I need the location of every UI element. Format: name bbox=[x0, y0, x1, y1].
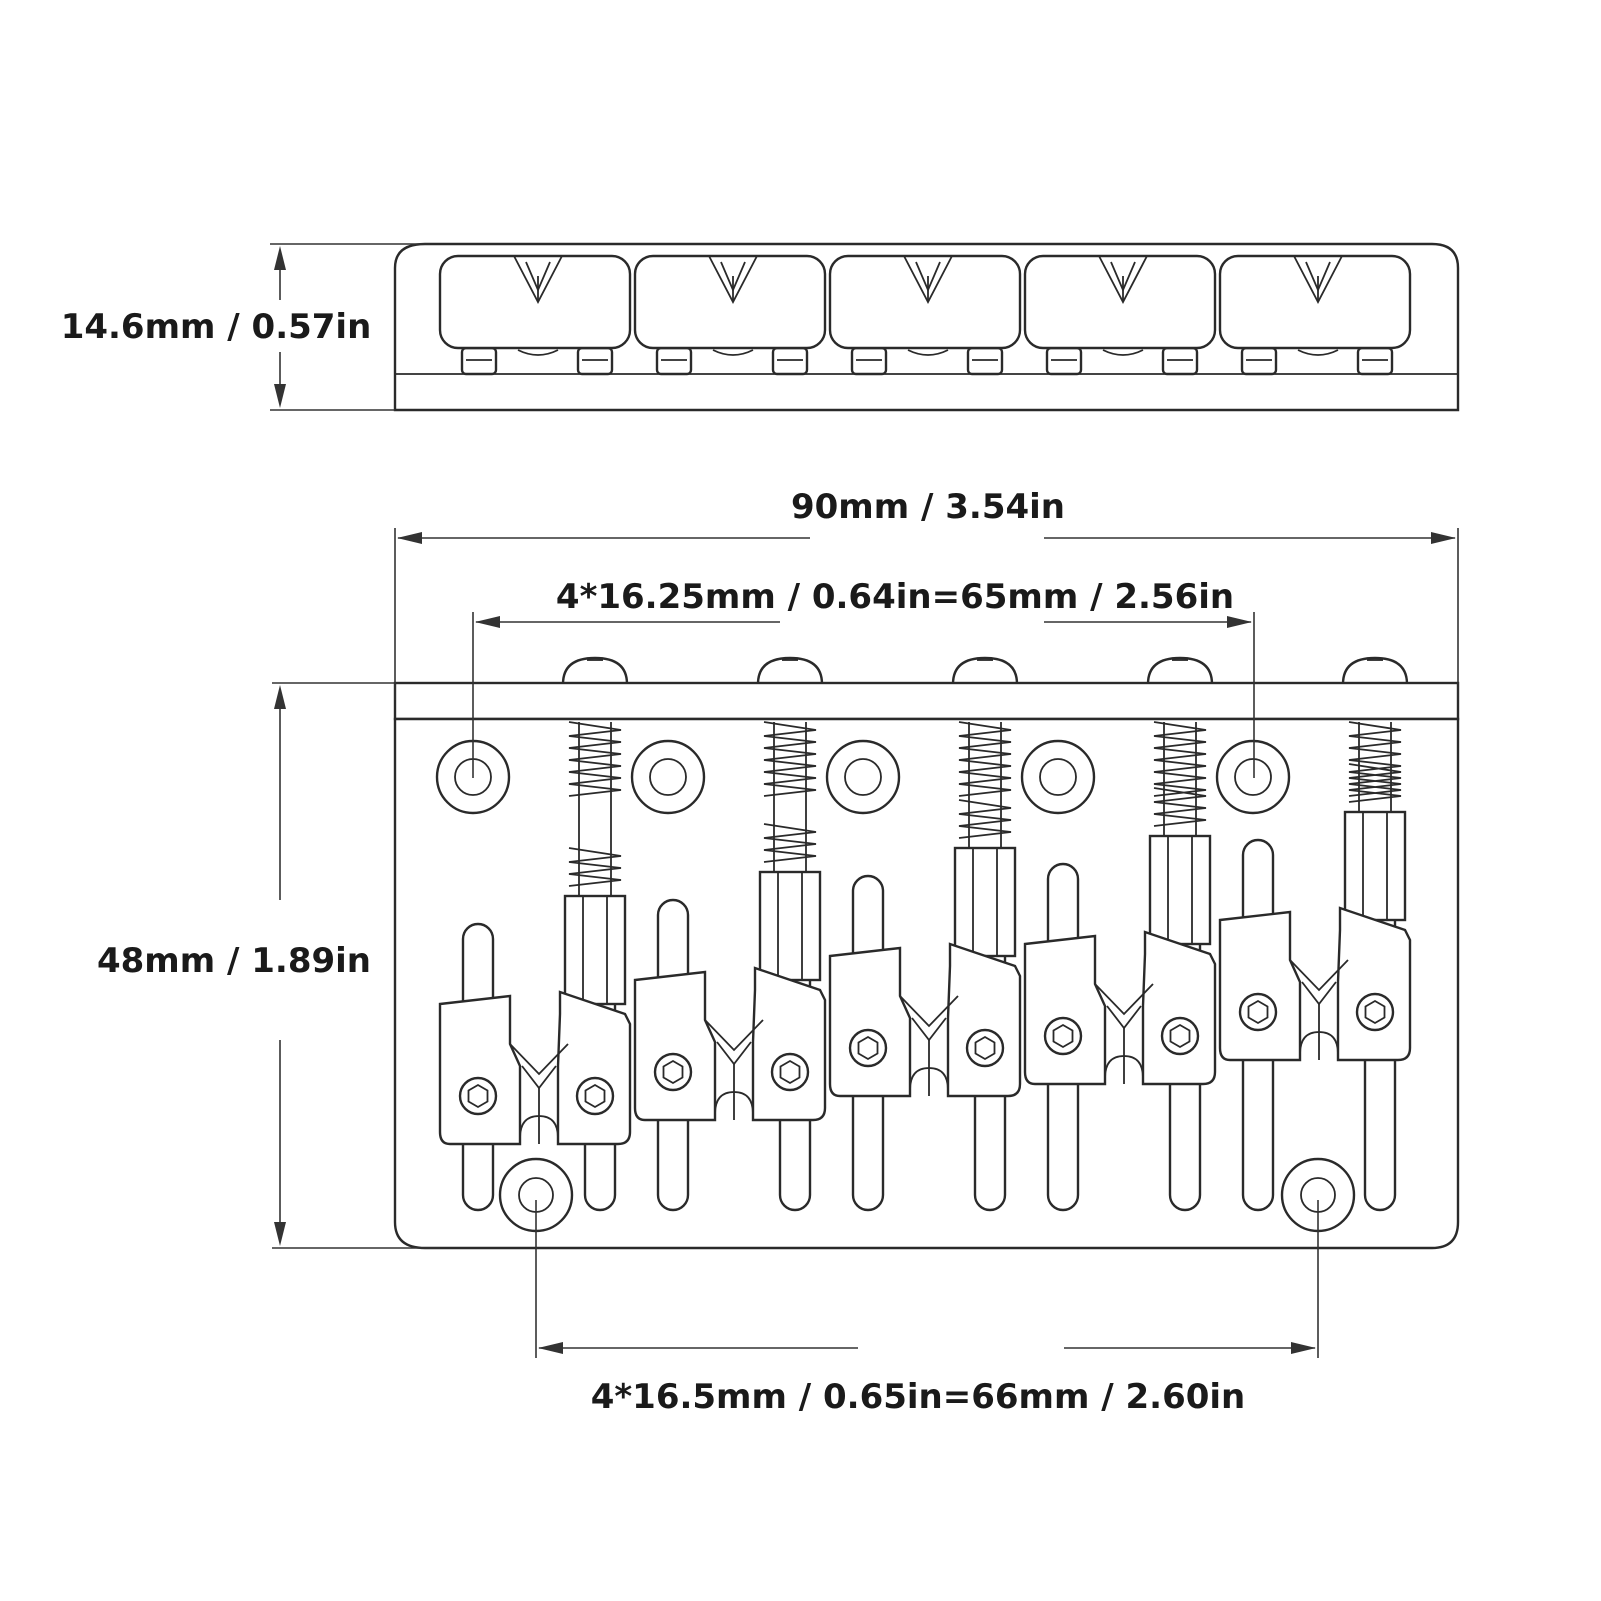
screw-head-icon bbox=[561, 656, 629, 686]
hex-screw-icon bbox=[1160, 1016, 1200, 1056]
saddle-block bbox=[828, 254, 1022, 350]
mount-hole-icon bbox=[1020, 739, 1096, 815]
adjust-nut bbox=[1343, 810, 1407, 922]
top-saddle bbox=[828, 721, 1022, 1212]
saddle-left-half bbox=[633, 970, 717, 1122]
hex-screw-icon bbox=[458, 1076, 498, 1116]
height-screw-icon bbox=[966, 346, 1004, 376]
top-saddle bbox=[438, 721, 632, 1212]
adjust-nut bbox=[1148, 834, 1212, 946]
top-saddle bbox=[633, 721, 827, 1212]
height-screw-icon bbox=[1240, 346, 1278, 376]
side-saddle bbox=[828, 254, 1022, 376]
hex-screw-icon bbox=[1043, 1016, 1083, 1056]
string-notch-icon bbox=[899, 995, 959, 1028]
string-notch-icon bbox=[1094, 983, 1154, 1016]
height-label: 14.6mm / 0.57in bbox=[61, 307, 372, 347]
side-view bbox=[393, 242, 1460, 412]
width-dimension: 90mm / 3.54in bbox=[394, 487, 1459, 700]
spring-icon bbox=[958, 721, 1012, 839]
hex-screw-icon bbox=[848, 1028, 888, 1068]
top-view bbox=[393, 656, 1460, 1250]
saddle-left-half bbox=[1023, 934, 1107, 1086]
adjust-screws bbox=[561, 656, 1409, 686]
back-wall bbox=[393, 681, 1460, 721]
spring-icon bbox=[763, 721, 817, 863]
saddle-right-half bbox=[556, 990, 632, 1146]
height-screw-icon bbox=[1161, 346, 1199, 376]
string-notch-icon bbox=[704, 1019, 764, 1052]
mount-hole-icon bbox=[630, 739, 706, 815]
string-notch-icon bbox=[509, 1043, 569, 1076]
depth-dimension: 48mm / 1.89in bbox=[97, 682, 440, 1249]
arrow-down-icon bbox=[274, 1222, 286, 1246]
mount-holes bbox=[435, 739, 1291, 815]
mount-hole-icon bbox=[1215, 739, 1291, 815]
adjust-nut bbox=[563, 894, 627, 1006]
side-saddle bbox=[633, 254, 827, 376]
top-saddle bbox=[1023, 721, 1217, 1212]
height-screw-icon bbox=[1045, 346, 1083, 376]
adjust-nut bbox=[758, 870, 822, 982]
saddle-block bbox=[1023, 254, 1217, 350]
screw-head-icon bbox=[756, 656, 824, 686]
adjust-nut bbox=[953, 846, 1017, 958]
hex-screw-icon bbox=[770, 1052, 810, 1092]
side-saddle bbox=[1023, 254, 1217, 376]
height-screw-icon bbox=[1356, 346, 1394, 376]
arrow-left-icon bbox=[397, 532, 422, 544]
mount-spacing-label: 4*16.5mm / 0.65in=66mm / 2.60in bbox=[591, 1377, 1246, 1417]
saddle-right-half bbox=[946, 942, 1022, 1098]
saddle-block bbox=[438, 254, 632, 350]
height-screw-icon bbox=[771, 346, 809, 376]
arrow-left-icon bbox=[538, 1342, 563, 1354]
height-screw-icon bbox=[850, 346, 888, 376]
hex-screw-icon bbox=[575, 1076, 615, 1116]
hex-screw-icon bbox=[1238, 992, 1278, 1032]
saddle-left-half bbox=[828, 946, 912, 1098]
spring-icon bbox=[1153, 721, 1207, 827]
saddle-right-half bbox=[1336, 906, 1412, 1062]
side-saddle bbox=[1218, 254, 1412, 376]
string-spacing-label: 4*16.25mm / 0.64in=65mm / 2.56in bbox=[556, 577, 1234, 617]
arrow-left-icon bbox=[475, 616, 500, 628]
string-spacing-dimension: 4*16.25mm / 0.64in=65mm / 2.56in bbox=[472, 577, 1255, 778]
screw-head-icon bbox=[1146, 656, 1214, 686]
arrow-up-icon bbox=[274, 685, 286, 709]
arrow-right-icon bbox=[1291, 1342, 1316, 1354]
height-screw-icon bbox=[655, 346, 693, 376]
arrow-up-icon bbox=[274, 246, 286, 270]
depth-label: 48mm / 1.89in bbox=[97, 941, 371, 981]
hex-screw-icon bbox=[1355, 992, 1395, 1032]
height-screw-icon bbox=[460, 346, 498, 376]
saddle-right-half bbox=[751, 966, 827, 1122]
saddle-left-half bbox=[1218, 910, 1302, 1062]
mount-spacing-dimension: 4*16.5mm / 0.65in=66mm / 2.60in bbox=[535, 1200, 1319, 1417]
width-label: 90mm / 3.54in bbox=[791, 487, 1065, 527]
saddle-right-half bbox=[1141, 930, 1217, 1086]
top-saddle bbox=[1218, 721, 1412, 1212]
height-dimension: 14.6mm / 0.57in bbox=[61, 243, 430, 411]
arrow-right-icon bbox=[1227, 616, 1252, 628]
height-screw-icon bbox=[576, 346, 614, 376]
hex-screw-icon bbox=[653, 1052, 693, 1092]
saddle-left-half bbox=[438, 994, 522, 1146]
arrow-right-icon bbox=[1431, 532, 1456, 544]
hex-screw-icon bbox=[965, 1028, 1005, 1068]
side-saddle bbox=[438, 254, 632, 376]
screw-head-icon bbox=[1341, 656, 1409, 686]
mount-hole-icon bbox=[825, 739, 901, 815]
top-view-saddles bbox=[438, 721, 1412, 1212]
arrow-down-icon bbox=[274, 384, 286, 408]
spring-icon bbox=[568, 721, 622, 887]
side-view-saddles bbox=[438, 254, 1412, 376]
saddle-block bbox=[633, 254, 827, 350]
screw-head-icon bbox=[951, 656, 1019, 686]
string-notch-icon bbox=[1289, 959, 1349, 992]
spring-icon bbox=[1348, 721, 1402, 803]
saddle-block bbox=[1218, 254, 1412, 350]
